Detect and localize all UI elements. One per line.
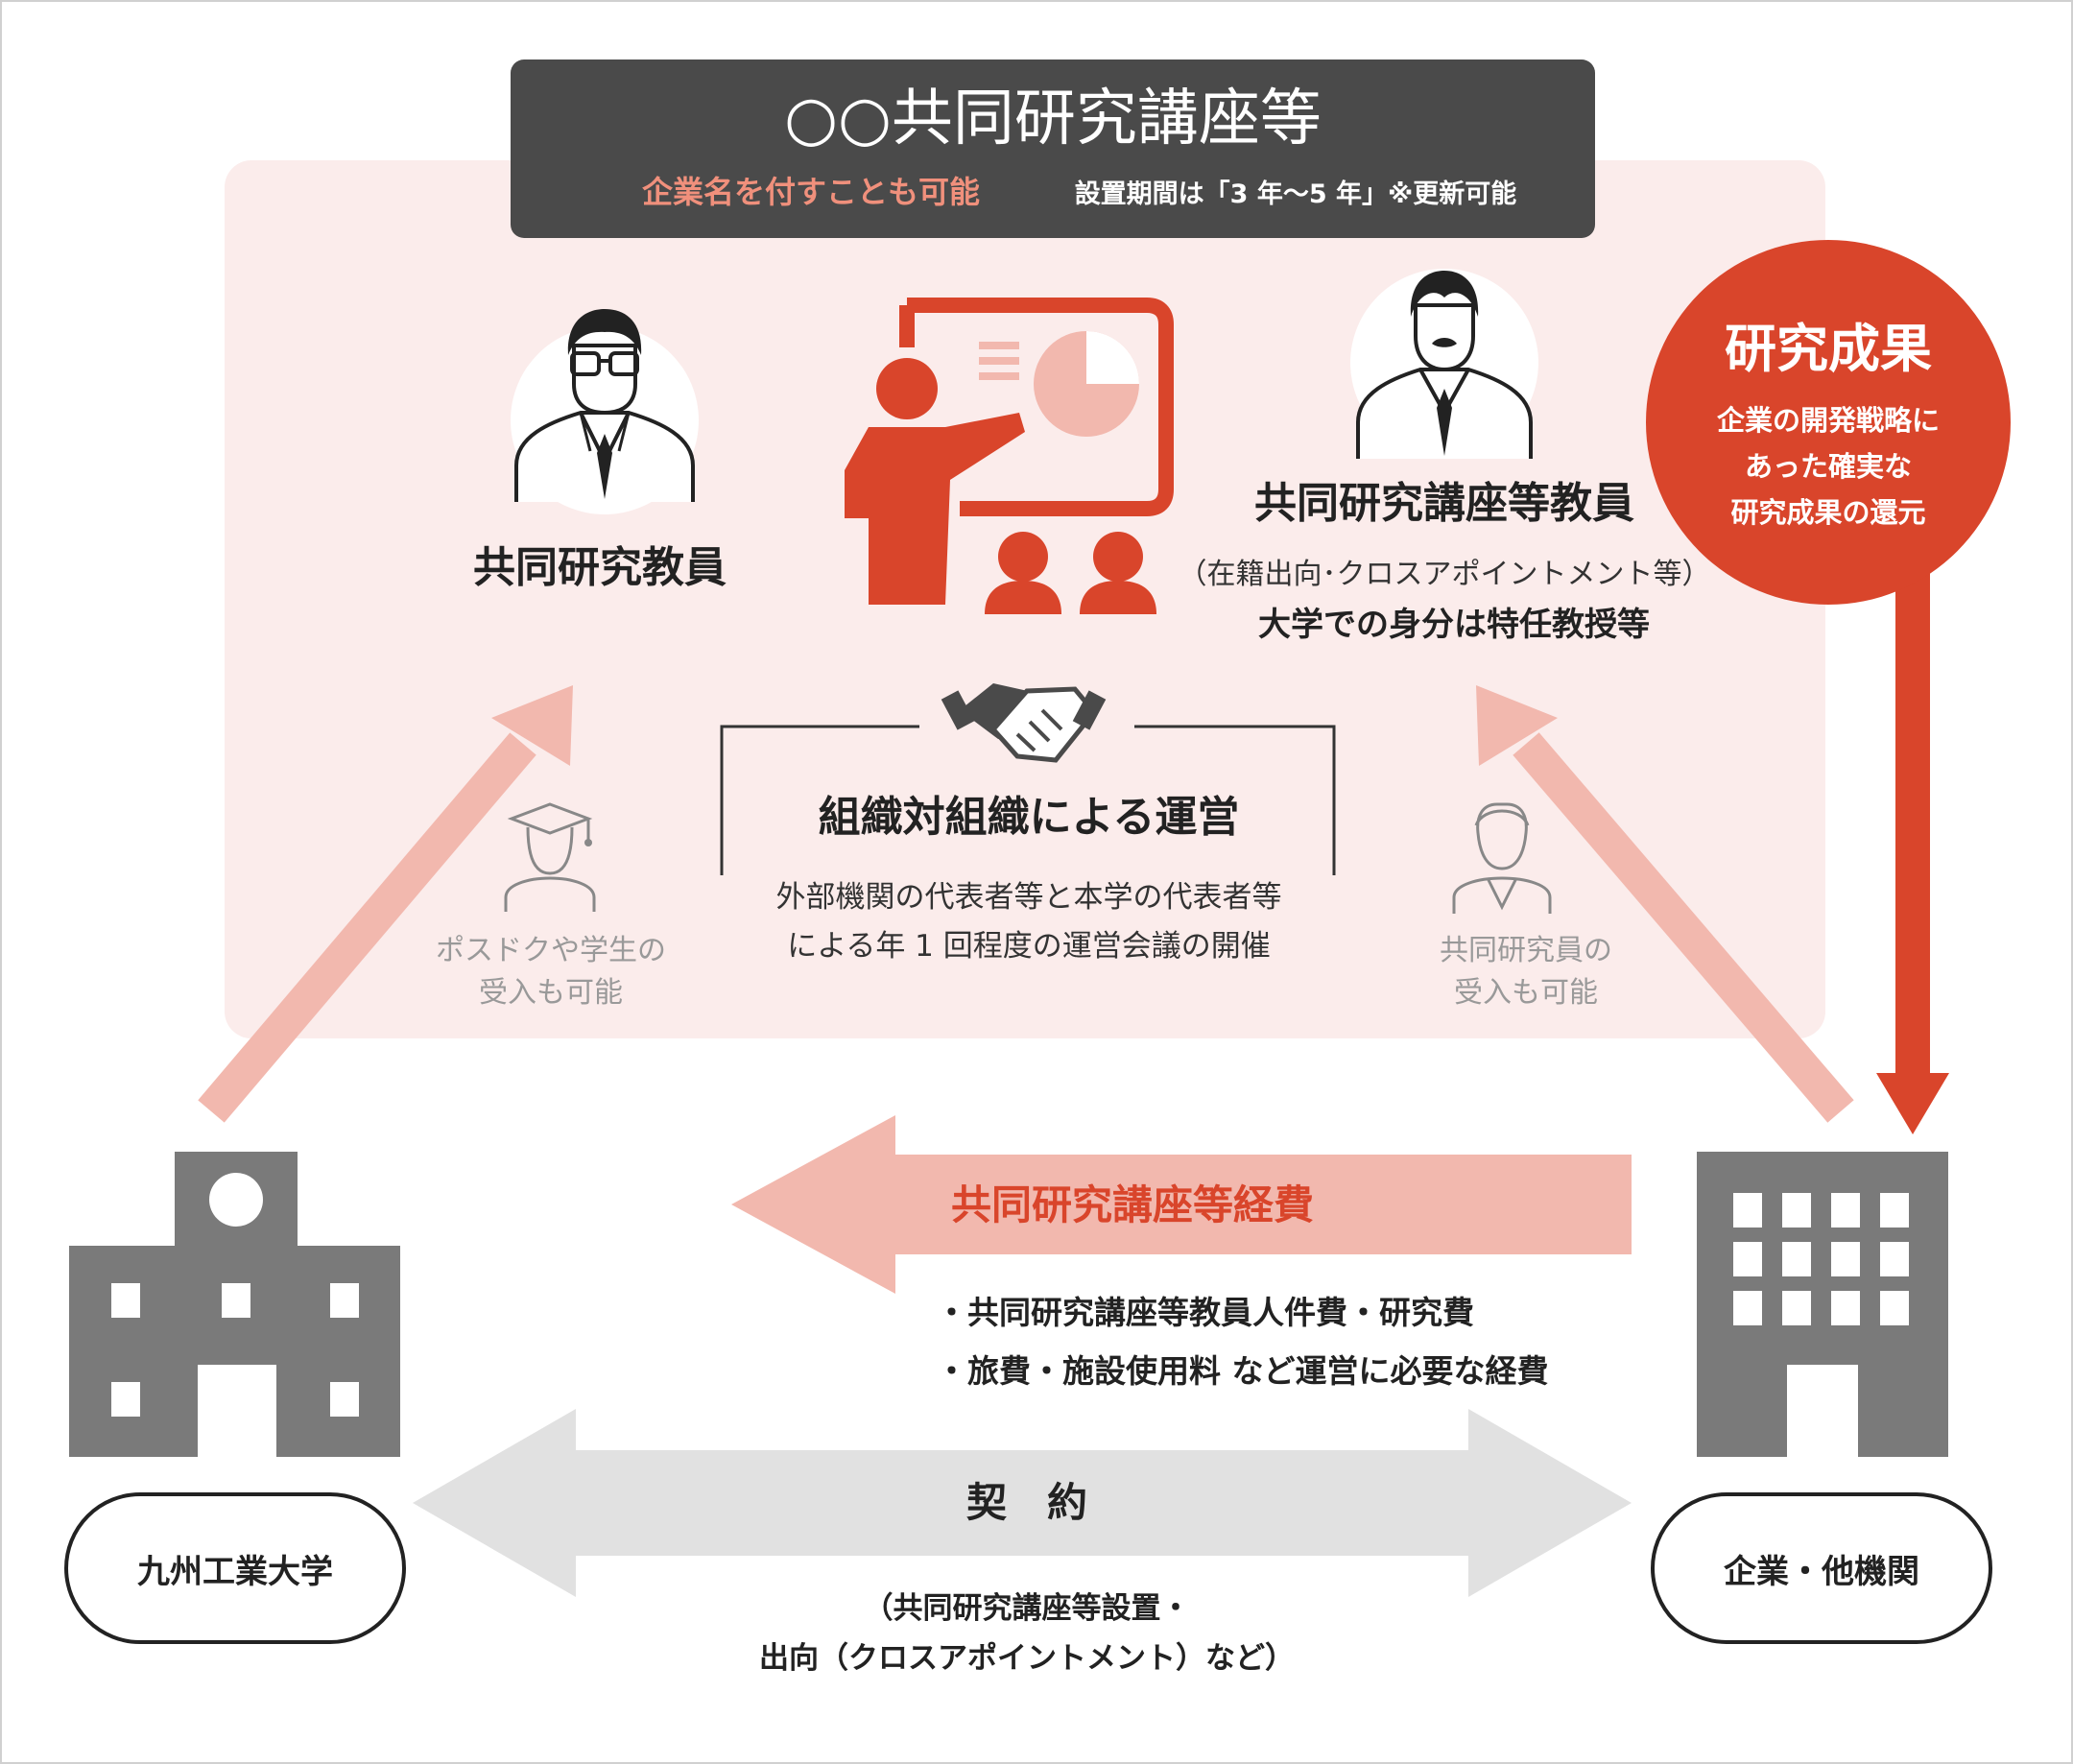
- organization-line-1: 外部機関の代表者等と本学の代表者等: [775, 880, 1282, 915]
- contract-arrow: [413, 1409, 1632, 1597]
- graduate-icon: [504, 802, 596, 912]
- university-to-faculty-arrow: [198, 685, 573, 1123]
- header-title: ○○共同研究講座等: [784, 83, 1322, 155]
- organization-title: 組織対組織による運営: [818, 793, 1240, 842]
- research-result-line-2: あった確実な: [1744, 450, 1912, 483]
- contract-line-2: 出向（クロスアポイントメント）など）: [759, 1641, 1295, 1676]
- research-result-title: 研究成果: [1725, 319, 1932, 379]
- postdoc-line-1: ポスドクや学生の: [436, 934, 666, 967]
- header-box: [511, 60, 1595, 238]
- joint-faculty-label: 共同研究教員: [473, 543, 727, 592]
- course-faculty-status: 大学での身分は特任教授等: [1258, 606, 1650, 644]
- university-label: 九州工業大学: [64, 1492, 406, 1644]
- organization-bracket: [720, 725, 1336, 875]
- researcher-icon: [1452, 802, 1552, 914]
- course-faculty-note: （在籍出向･クロスアポイントメント等）: [1178, 558, 1711, 591]
- expense-arrow: [731, 1115, 1632, 1294]
- organization-line-2: による年 1 回程度の運営会議の開催: [787, 929, 1271, 964]
- course-faculty-label: 共同研究講座等教員: [1254, 479, 1634, 528]
- university-building-icon: [69, 1152, 400, 1457]
- company-faculty-icon: [1350, 269, 1538, 459]
- research-result-line-1: 企業の開発戦略に: [1716, 404, 1940, 437]
- header-sub-left: 企業名を付すことも可能: [641, 174, 980, 210]
- company-to-faculty-arrow: [1476, 685, 1854, 1123]
- presentation-icon: [845, 298, 1174, 614]
- research-result-circle: [1646, 240, 2011, 605]
- company-building-icon: [1697, 1152, 1948, 1457]
- handshake-icon: [941, 683, 1107, 763]
- contract-line-1: （共同研究講座等設置・: [863, 1591, 1191, 1626]
- header-sub-right: 設置期間は「3 年〜5 年」※更新可能: [1074, 179, 1517, 209]
- company-label: 企業・他機関: [1651, 1492, 1992, 1644]
- expense-item-2: ・旅費・施設使用料 など運営に必要な経費: [936, 1352, 1549, 1390]
- researcher-line-2: 受入も可能: [1454, 976, 1598, 1010]
- expense-item-1: ・共同研究講座等教員人件費・研究費: [936, 1294, 1474, 1331]
- contract-title: 契 約: [965, 1479, 1087, 1526]
- researcher-line-1: 共同研究員の: [1440, 934, 1612, 967]
- postdoc-line-2: 受入も可能: [479, 976, 623, 1010]
- professor-icon: [511, 309, 699, 514]
- expense-title: 共同研究講座等経費: [950, 1181, 1314, 1228]
- research-result-line-3: 研究成果の還元: [1730, 496, 1926, 529]
- research-result-arrow: [1876, 537, 1949, 1134]
